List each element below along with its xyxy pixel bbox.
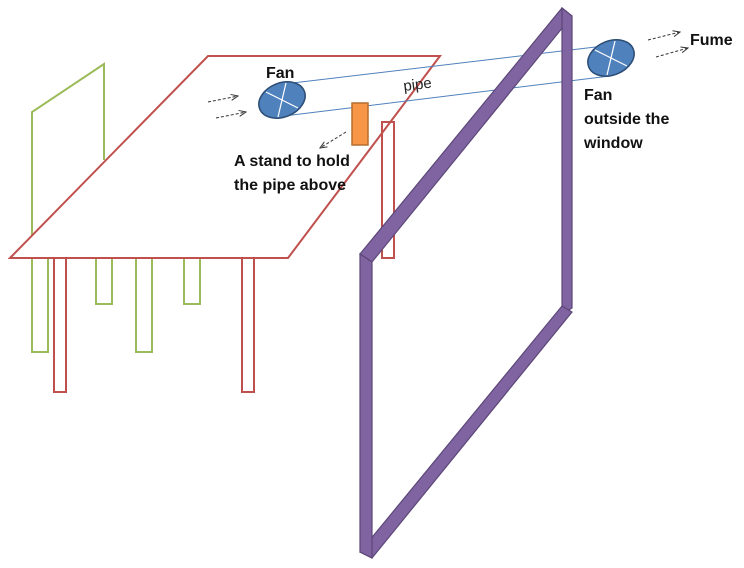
fume-label: Fume — [690, 32, 733, 49]
chair-leg-back-left — [95, 255, 113, 305]
exhaust-arrow-lower — [655, 48, 688, 58]
fan-right-label-line3: window — [583, 135, 643, 152]
table — [7, 55, 443, 393]
pipe-bottom-edge — [283, 75, 611, 117]
fan-right-icon — [587, 39, 635, 77]
chair-back — [31, 62, 105, 256]
stand-arrow — [320, 131, 347, 148]
pipe-top-edge — [283, 45, 605, 85]
table-leg-front-left — [53, 257, 67, 393]
window-frame-top — [359, 7, 573, 263]
window-frame-right — [561, 6, 573, 316]
intake-arrow-lower — [215, 112, 246, 119]
window-frame-left — [359, 252, 373, 559]
window-frame-bottom — [359, 305, 573, 559]
fan-left-label: Fan — [266, 65, 294, 82]
stand-label-line2: the pipe above — [234, 177, 346, 194]
table-leg-front-right — [241, 257, 255, 393]
stand-block — [351, 102, 369, 146]
pipe-label: pipe — [402, 75, 432, 95]
airflow-arrows — [207, 32, 688, 148]
window-frame — [359, 6, 573, 559]
fan-right-label-line2: outside the — [584, 111, 669, 128]
fan-right-label-line1: Fan — [584, 87, 612, 104]
intake-arrow-upper — [207, 96, 238, 103]
table-leg-back-right — [381, 121, 395, 259]
exhaust-arrow-upper — [647, 32, 680, 41]
chair-leg-back-right — [183, 255, 201, 305]
table-top — [7, 55, 443, 259]
chair-leg-front-right — [135, 255, 153, 353]
fan-left-icon — [258, 81, 306, 119]
stand-label-line1: A stand to hold — [234, 153, 350, 170]
pipe — [283, 45, 611, 117]
chair-leg-front-left — [31, 255, 49, 353]
